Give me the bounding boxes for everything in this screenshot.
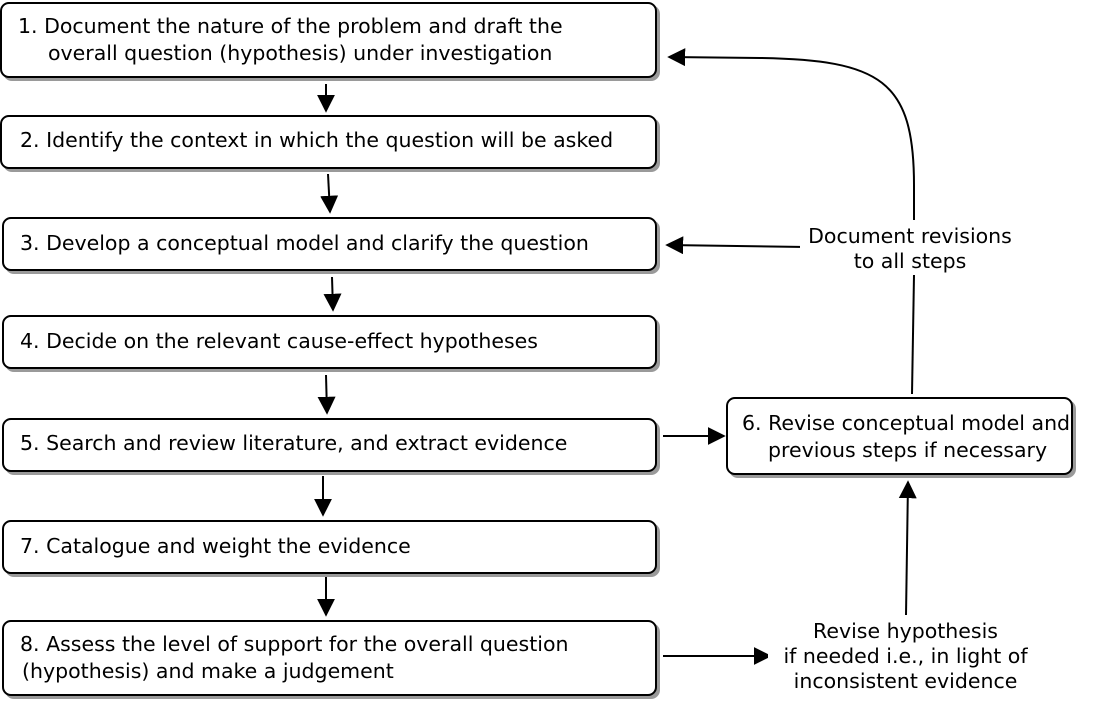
arrow-revisions-to-step1 xyxy=(667,48,915,220)
arrow-revise-hypothesis-to-step6 xyxy=(898,480,917,616)
step-7-box: 7. Catalogue and weight the evidence xyxy=(2,520,657,574)
step-1-line2: overall question (hypothesis) under inve… xyxy=(48,41,553,65)
step-6-text: 6. Revise conceptual model and previous … xyxy=(742,410,1070,464)
step-6-line1: 6. Revise conceptual model and xyxy=(742,411,1071,435)
step-5-box: 5. Search and review literature, and ext… xyxy=(2,418,657,472)
arrow-step2-to-step3 xyxy=(320,173,339,214)
step-8-box: 8. Assess the level of support for the o… xyxy=(2,620,657,696)
step-1-box: 1. Document the nature of the problem an… xyxy=(0,2,657,78)
arrow-step4-to-step5 xyxy=(317,374,336,415)
step-2-text: 2. Identify the context in which the que… xyxy=(20,128,614,152)
step-4-box: 4. Decide on the relevant cause-effect h… xyxy=(2,315,657,369)
line-step6-to-revisions xyxy=(911,274,915,395)
step-4-text: 4. Decide on the relevant cause-effect h… xyxy=(20,329,538,353)
revisions-label-line1: Document revisions xyxy=(808,224,1012,248)
step-8-text: 8. Assess the level of support for the o… xyxy=(20,631,569,685)
arrow-step3-to-step4 xyxy=(323,276,342,312)
step-1-line1: 1. Document the nature of the problem an… xyxy=(18,14,563,38)
step-8-line2: (hypothesis) and make a judgement xyxy=(22,659,394,683)
step-7-text: 7. Catalogue and weight the evidence xyxy=(20,534,411,558)
revise-hypothesis-line3: inconsistent evidence xyxy=(793,669,1018,693)
revise-hypothesis-label: Revise hypothesis if needed i.e., in lig… xyxy=(768,619,1043,694)
revisions-label: Document revisions to all steps xyxy=(800,224,1020,274)
step-3-text: 3. Develop a conceptual model and clarif… xyxy=(20,231,589,255)
step-6-line2: previous steps if necessary xyxy=(768,438,1048,462)
step-1-text: 1. Document the nature of the problem an… xyxy=(18,13,563,67)
step-6-box: 6. Revise conceptual model and previous … xyxy=(726,397,1073,475)
revise-hypothesis-line1: Revise hypothesis xyxy=(813,619,998,643)
step-5-text: 5. Search and review literature, and ext… xyxy=(20,431,568,455)
arrow-revisions-to-step3 xyxy=(665,236,807,255)
revisions-label-line2: to all steps xyxy=(853,249,967,273)
step-8-line1: 8. Assess the level of support for the o… xyxy=(20,632,569,656)
step-2-box: 2. Identify the context in which the que… xyxy=(0,115,657,169)
revise-hypothesis-line2: if needed i.e., in light of xyxy=(783,644,1028,668)
step-3-box: 3. Develop a conceptual model and clarif… xyxy=(2,217,657,271)
